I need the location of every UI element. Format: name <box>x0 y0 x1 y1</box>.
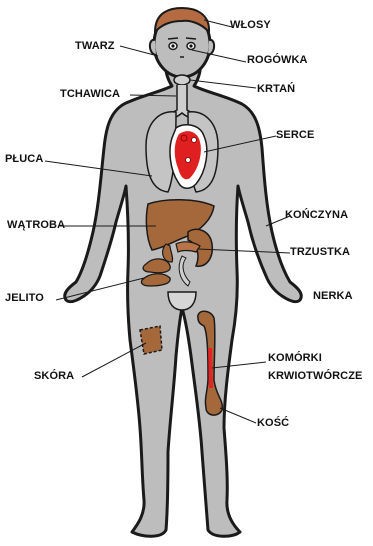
label-heart: SERCE <box>276 129 314 142</box>
label-pancreas: TRZUSTKA <box>290 246 350 259</box>
label-lungs: PŁUCA <box>5 153 43 166</box>
skin-patch <box>140 326 162 354</box>
label-skin: SKÓRA <box>34 370 74 383</box>
label-stem-cells-1: KOMÓRKI <box>268 352 322 365</box>
label-kidney: NERKA <box>313 290 353 303</box>
larynx <box>174 75 190 85</box>
left-ear <box>150 40 156 55</box>
left-pupil <box>171 44 174 47</box>
label-face: TWARZ <box>75 40 115 53</box>
label-liver: WĄTROBA <box>7 219 65 232</box>
right-pupil <box>189 44 192 47</box>
label-trachea: TCHAWICA <box>60 88 120 101</box>
label-limb: KOŃCZYNA <box>285 209 348 222</box>
label-intestine: JELITO <box>5 292 44 305</box>
label-larynx: KRTAŃ <box>257 83 295 96</box>
label-cornea: ROGÓWKA <box>247 54 308 67</box>
right-brow <box>186 38 196 39</box>
left-brow <box>168 38 178 39</box>
label-stem-cells-2: KRWIOTWÓRCZE <box>268 370 363 383</box>
label-hair: WŁOSY <box>230 19 271 32</box>
right-ear <box>208 40 214 55</box>
label-bone: KOŚĆ <box>257 417 289 430</box>
